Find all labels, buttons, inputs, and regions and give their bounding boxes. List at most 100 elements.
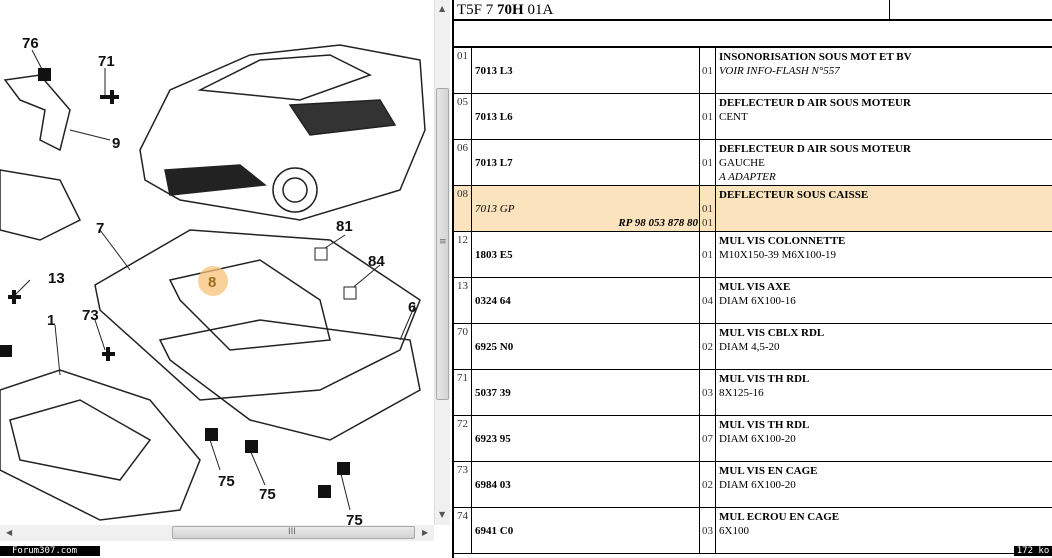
callout-7: 7 — [96, 220, 104, 237]
callout-6: 6 — [408, 299, 416, 316]
part-note: DIAM 4,5-20 — [719, 341, 780, 353]
item-number: 73 — [454, 462, 472, 507]
exploded-parts-diagram: 76 71 9 7 8 81 84 6 13 1 73 75 75 75 — [0, 35, 426, 525]
item-number: 01 — [454, 48, 472, 93]
file-size: 172 ko — [1014, 546, 1052, 556]
part-description: MUL VIS AXE — [719, 281, 791, 293]
part-reference: 6984 03 — [475, 479, 511, 491]
part-description: MUL VIS TH RDL — [719, 419, 810, 431]
callout-75b: 75 — [259, 486, 276, 503]
part-description: MUL VIS TH RDL — [719, 373, 810, 385]
horizontal-scrollbar[interactable]: ◀ III ▶ — [0, 525, 434, 541]
part-note: 8X125-16 — [719, 387, 764, 399]
code-suffix: 01A — [523, 2, 554, 18]
part-note: GAUCHE — [719, 157, 765, 169]
part-reference: 7013 L6 — [475, 111, 513, 123]
part-description: DEFLECTEUR D AIR SOUS MOTEUR — [719, 97, 911, 109]
callout-9: 9 — [112, 135, 120, 152]
quantity: 07 — [702, 433, 713, 445]
part-description: DEFLECTEUR D AIR SOUS MOTEUR — [719, 143, 911, 155]
part-description: MUL VIS EN CAGE — [719, 465, 818, 477]
item-number: 05 — [454, 94, 472, 139]
table-row[interactable]: 70 6925 N0 02 MUL VIS CBLX RDL DIAM 4,5-2… — [454, 324, 1052, 370]
part-reference: 7013 GP — [475, 203, 515, 215]
replacement-reference: RP 98 053 878 80 — [618, 217, 698, 229]
part-reference: 6923 95 — [475, 433, 511, 445]
callout-1: 1 — [47, 312, 55, 329]
part-1 — [0, 369, 201, 521]
part-description: INSONORISATION SOUS MOT ET BV — [719, 51, 912, 63]
quantity: 02 — [702, 341, 713, 353]
callout-71: 71 — [98, 53, 115, 70]
part-note: VOIR INFO-FLASH N°557 — [719, 65, 840, 77]
item-number: 13 — [454, 278, 472, 323]
item-number: 12 — [454, 232, 472, 277]
callout-84: 84 — [368, 253, 385, 270]
callout-75a: 75 — [218, 473, 235, 490]
item-number: 08 — [454, 186, 472, 231]
part-description: DEFLECTEUR SOUS CAISSE — [719, 189, 869, 201]
horizontal-scroll-thumb[interactable]: III — [172, 526, 415, 539]
quantity: 04 — [702, 295, 713, 307]
table-row[interactable]: 06 7013 L7 01 DEFLECTEUR D AIR SOUS MOTE… — [454, 140, 1052, 186]
part-description: MUL VIS CBLX RDL — [719, 327, 825, 339]
quantity: 03 — [702, 387, 713, 399]
table-row[interactable]: 05 7013 L6 01 DEFLECTEUR D AIR SOUS MOTE… — [454, 94, 1052, 140]
quantity: 01 — [702, 203, 713, 215]
part-description: MUL ECROU EN CAGE — [719, 511, 840, 523]
item-number: 74 — [454, 508, 472, 553]
table-row[interactable]: 71 5037 39 03 MUL VIS TH RDL 8X125-16 — [454, 370, 1052, 416]
car-outline — [139, 44, 426, 221]
part-note: DIAM 6X100-16 — [719, 295, 796, 307]
quantity: 01 — [702, 111, 713, 123]
quantity-2: 01 — [702, 217, 713, 229]
table-row[interactable]: 73 6984 03 02 MUL VIS EN CAGE DIAM 6X100-… — [454, 462, 1052, 508]
panel-6 — [158, 319, 421, 441]
part-note: DIAM 6X100-20 — [719, 479, 796, 491]
part-reference: 1803 E5 — [475, 249, 513, 261]
blank-row — [454, 21, 1052, 48]
quantity: 03 — [702, 525, 713, 537]
part-note: CENT — [719, 111, 748, 123]
panel-7 — [94, 229, 421, 401]
grip-icon: ≡ — [439, 237, 447, 247]
quantity: 01 — [702, 65, 713, 77]
diagram-pane: 76 71 9 7 8 81 84 6 13 1 73 75 75 75 ▲ ≡… — [0, 0, 451, 542]
scroll-down-arrow-icon[interactable]: ▼ — [439, 510, 446, 519]
callout-73: 73 — [82, 307, 99, 324]
part-note: DIAM 6X100-20 — [719, 433, 796, 445]
part-reference: 7013 L7 — [475, 157, 513, 169]
table-row[interactable]: 01 7013 L3 01 INSONORISATION SOUS MOT ET… — [454, 48, 1052, 94]
part-reference: 5037 39 — [475, 387, 511, 399]
item-number: 71 — [454, 370, 472, 415]
highlight-marker — [198, 266, 228, 296]
callout-75c: 75 — [346, 512, 363, 525]
scroll-up-arrow-icon[interactable]: ▲ — [439, 4, 446, 13]
part-note: M10X150-39 M6X100-19 — [719, 249, 837, 261]
part-reference: 0324 64 — [475, 295, 511, 307]
part-reference: 6925 N0 — [475, 341, 514, 353]
vertical-scrollbar[interactable]: ▲ ≡ ▼ — [434, 0, 450, 525]
quantity: 02 — [702, 479, 713, 491]
quantity: 01 — [702, 249, 713, 261]
table-row[interactable]: 13 0324 64 04 MUL VIS AXE DIAM 6X100-16 — [454, 278, 1052, 324]
table-row[interactable]: 08 7013 GP RP 98 053 878 80 01 01 DEFLECTE… — [454, 186, 1052, 232]
part-reference: 7013 L3 — [475, 65, 513, 77]
code-prefix: T5F 7 — [457, 2, 498, 18]
scroll-right-arrow-icon[interactable]: ▶ — [422, 528, 429, 537]
table-header: T5F 7 70H 01A — [454, 0, 1052, 21]
callout-81: 81 — [336, 218, 353, 235]
item-number: 70 — [454, 324, 472, 369]
parts-table: T5F 7 70H 01A 01 7013 L3 01 INSONORISATI… — [452, 0, 1052, 558]
quantity: 01 — [702, 157, 713, 169]
vertical-scroll-thumb[interactable]: ≡ — [436, 88, 449, 400]
grip-icon: III — [288, 527, 296, 537]
part-description: MUL VIS COLONNETTE — [719, 235, 846, 247]
scroll-left-arrow-icon[interactable]: ◀ — [6, 528, 13, 537]
callout-8: 8 — [208, 274, 216, 291]
part-note: 6X100 — [719, 525, 749, 537]
table-row[interactable]: 12 1803 E5 01 MUL VIS COLONNETTE M10X150-… — [454, 232, 1052, 278]
callout-13: 13 — [48, 270, 65, 287]
